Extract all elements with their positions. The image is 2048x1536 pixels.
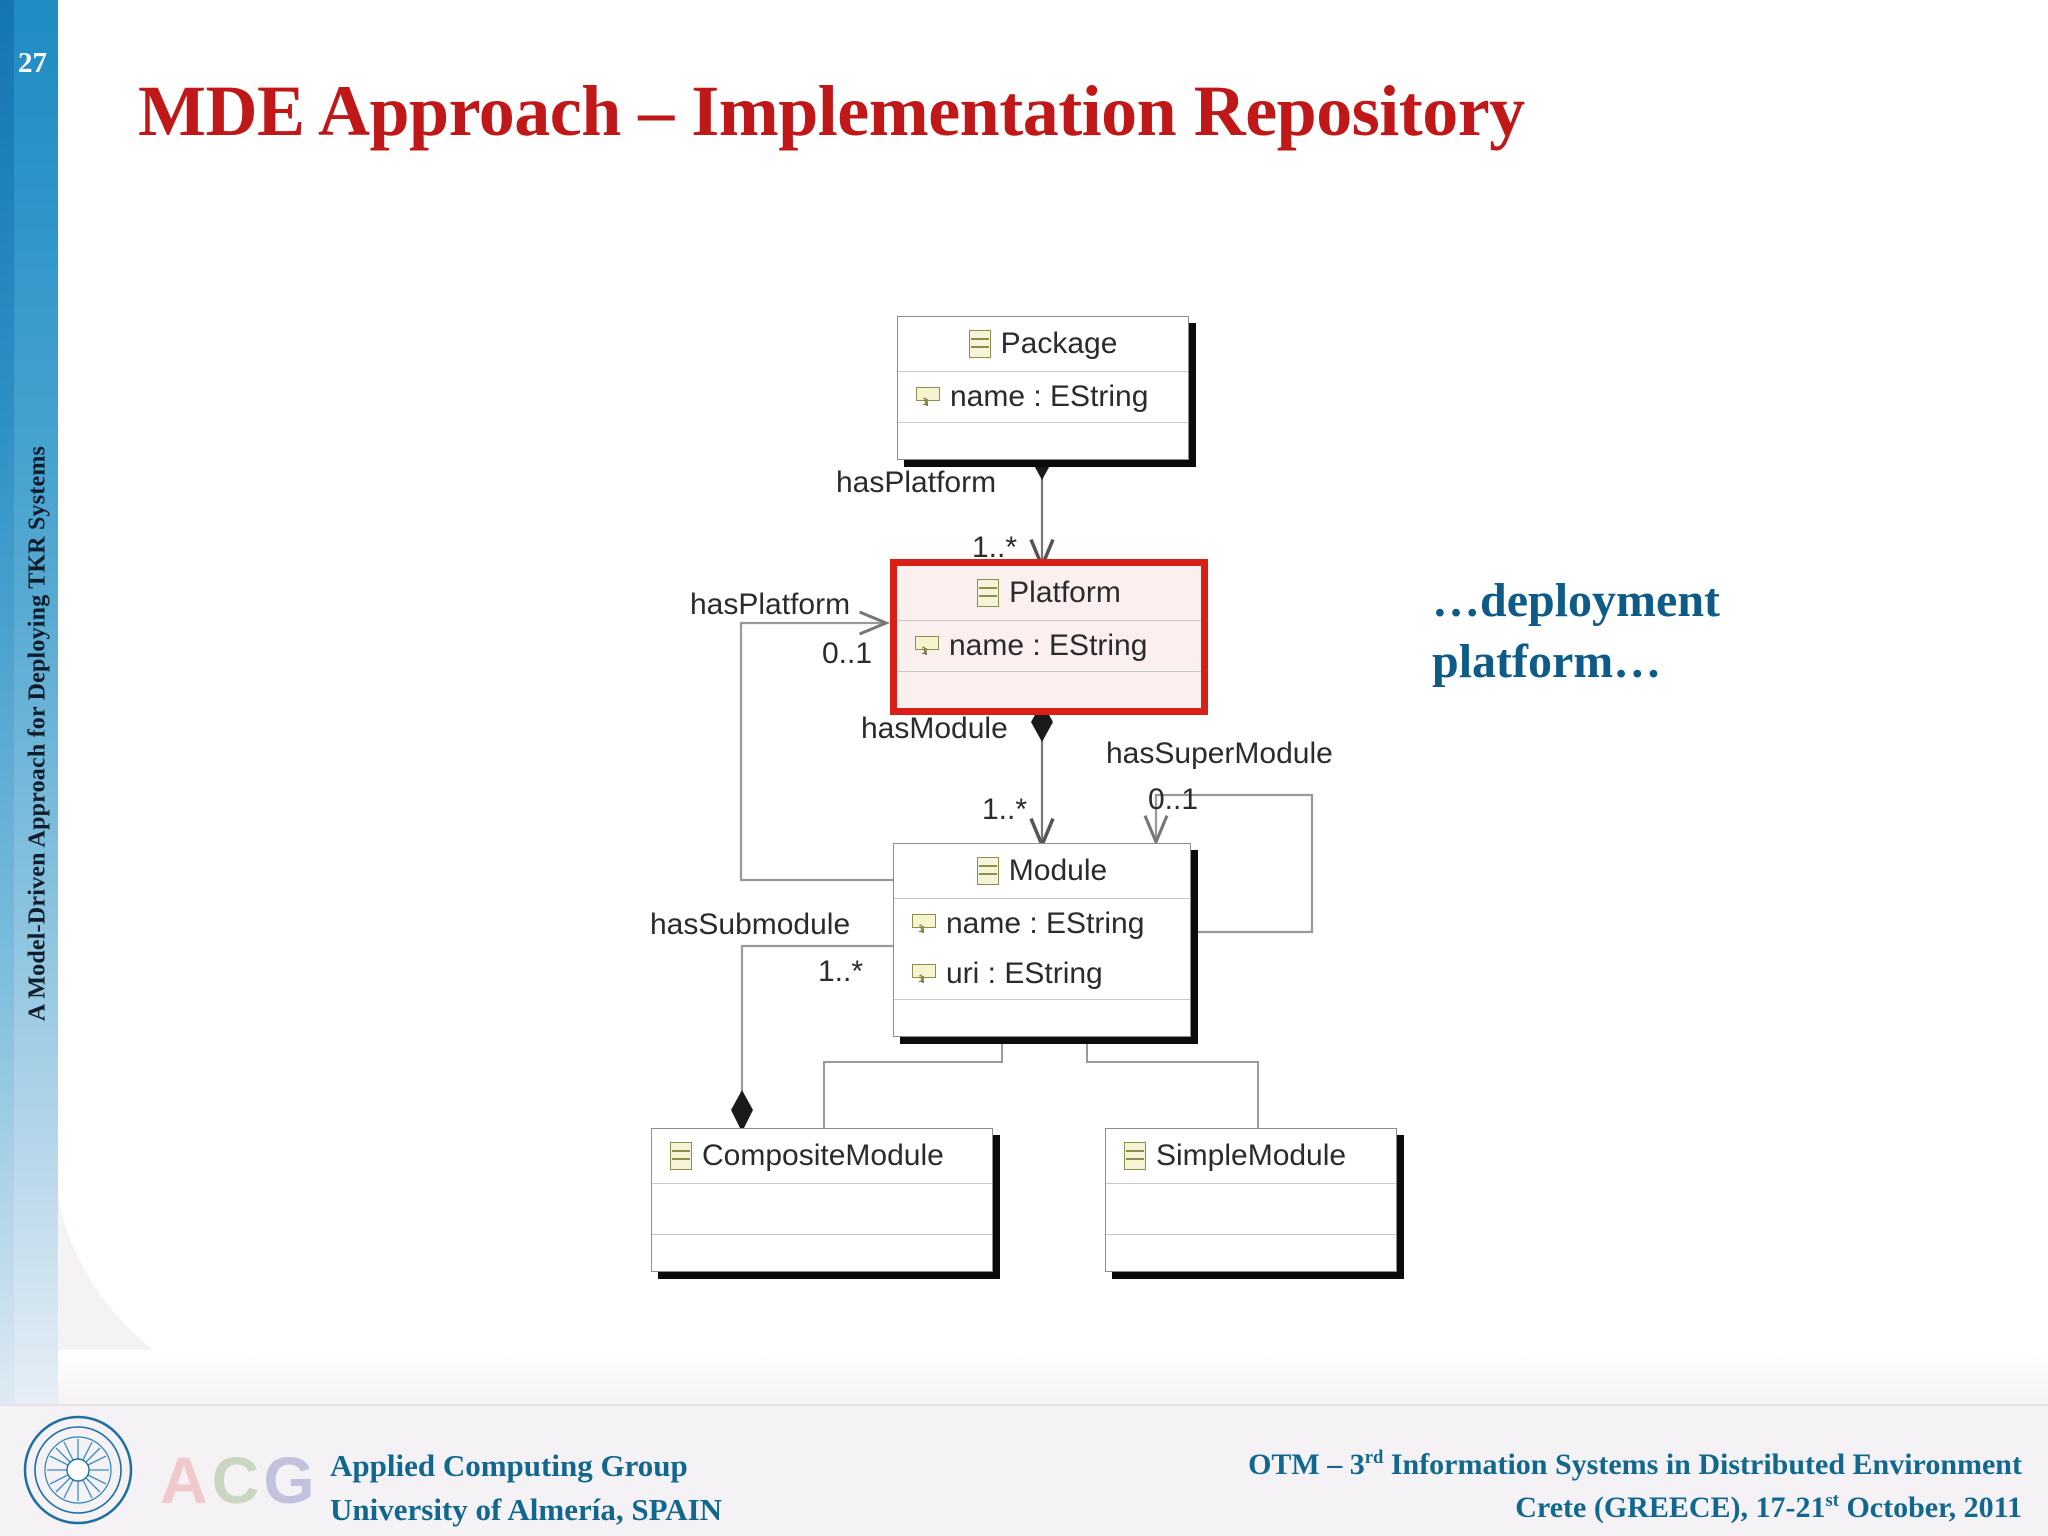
uml-attribute-row: 1 name : EString xyxy=(894,899,1190,949)
plate-shade xyxy=(52,1350,2048,1406)
uml-attribute-row xyxy=(1106,1184,1396,1234)
university-seal-icon xyxy=(23,1415,133,1525)
uml-attributes: 1 name : EString xyxy=(897,621,1201,672)
uml-class-header: Package xyxy=(898,317,1188,372)
multiplicity-hasplatform-package: 1..* xyxy=(972,531,1018,564)
organization-name: Applied Computing Group xyxy=(330,1448,688,1483)
uml-attribute-row xyxy=(652,1184,992,1234)
edge-label-hassupermodule: hasSuperModule xyxy=(1106,737,1333,770)
footer xyxy=(0,1404,2048,1536)
uml-attribute-label: name : EString xyxy=(946,907,1145,940)
emf-attribute-icon: 1 xyxy=(915,633,939,659)
emf-class-icon xyxy=(968,330,991,358)
multiplicity-hasmodule: 1..* xyxy=(982,793,1028,826)
uml-class-header: Module xyxy=(894,844,1190,899)
uml-operations xyxy=(1106,1235,1396,1271)
page-title: MDE Approach – Implementation Repository xyxy=(138,71,1525,151)
uml-class-compositemodule[interactable]: CompositeModule xyxy=(651,1128,993,1272)
side-rail xyxy=(0,0,58,1404)
edge-label-hassubmodule: hasSubmodule xyxy=(650,908,851,941)
emf-class-icon xyxy=(977,579,1000,607)
emf-class-icon xyxy=(976,857,999,885)
uml-class-package[interactable]: Package 1 name : EString xyxy=(897,316,1189,460)
uml-attribute-label: name : EString xyxy=(950,380,1149,413)
uml-operations xyxy=(898,423,1188,459)
uml-class-name: SimpleModule xyxy=(1156,1139,1347,1172)
conference-line-1: OTM – 3rd Information Systems in Distrib… xyxy=(1248,1447,2022,1481)
uml-class-header: Platform xyxy=(897,566,1201,621)
organization-affiliation: University of Almería, SPAIN xyxy=(330,1492,723,1528)
footer-divider xyxy=(0,1404,2048,1406)
side-rail-accent xyxy=(0,0,14,1404)
edge-label-hasmodule: hasModule xyxy=(861,712,1008,745)
uml-attribute-label: uri : EString xyxy=(946,957,1103,990)
emf-attribute-icon: 1 xyxy=(912,961,936,987)
uml-class-simplemodule[interactable]: SimpleModule xyxy=(1105,1128,1397,1272)
uml-attributes xyxy=(652,1184,992,1235)
multiplicity-hasplatform-module: 0..1 xyxy=(822,637,873,670)
acg-logo: ACG xyxy=(160,1442,319,1518)
uml-class-name: Module xyxy=(1008,854,1108,887)
uml-class-header: SimpleModule xyxy=(1106,1129,1396,1184)
emf-class-icon xyxy=(1124,1142,1146,1170)
uml-operations xyxy=(652,1235,992,1271)
uml-attribute-row: 1 name : EString xyxy=(897,621,1201,671)
multiplicity-hassubmodule: 1..* xyxy=(818,955,864,988)
emf-attribute-icon: 1 xyxy=(916,384,940,410)
acg-logo-letter-c: C xyxy=(211,1443,264,1517)
edge-label-hasplatform-package: hasPlatform xyxy=(836,466,997,499)
page-number: 27 xyxy=(18,47,47,79)
edge-label-hasplatform-module: hasPlatform xyxy=(690,588,851,621)
multiplicity-hassupermodule: 0..1 xyxy=(1148,783,1199,816)
uml-attributes: 1 name : EString xyxy=(898,372,1188,423)
conference-info: OTM – 3rd Information Systems in Distrib… xyxy=(1248,1444,2022,1529)
acg-logo-letter-g: G xyxy=(263,1443,319,1517)
callout-text: …deployment platform… xyxy=(1432,570,1862,693)
uml-class-name: Platform xyxy=(1009,576,1121,609)
acg-logo-letter-a: A xyxy=(160,1443,212,1517)
uml-diagram: Package 1 name : EString Platform xyxy=(650,316,1397,1272)
uml-class-platform[interactable]: Platform 1 name : EString xyxy=(890,559,1208,715)
emf-class-icon xyxy=(670,1142,692,1170)
organization-text: Applied Computing Group University of Al… xyxy=(330,1444,722,1532)
uml-operations xyxy=(894,1000,1190,1036)
callout-line-2: platform… xyxy=(1432,635,1662,689)
uml-class-header: CompositeModule xyxy=(652,1129,992,1184)
emf-attribute-icon: 1 xyxy=(912,911,936,937)
callout-line-1: …deployment xyxy=(1432,574,1720,627)
uml-attribute-label: name : EString xyxy=(949,629,1148,662)
uml-class-name: CompositeModule xyxy=(702,1139,944,1172)
uml-attribute-row: 1 name : EString xyxy=(898,372,1188,422)
uml-class-module[interactable]: Module 1 name : EString 1 uri : EString xyxy=(893,843,1191,1037)
uml-attributes: 1 name : EString 1 uri : EString xyxy=(894,899,1190,1000)
uml-class-name: Package xyxy=(1000,327,1118,360)
uml-operations xyxy=(897,672,1201,708)
uml-attributes xyxy=(1106,1184,1396,1235)
uml-attribute-row: 1 uri : EString xyxy=(894,949,1190,999)
conference-line-2: Crete (GREECE), 17-21st October, 2011 xyxy=(1515,1489,2022,1524)
